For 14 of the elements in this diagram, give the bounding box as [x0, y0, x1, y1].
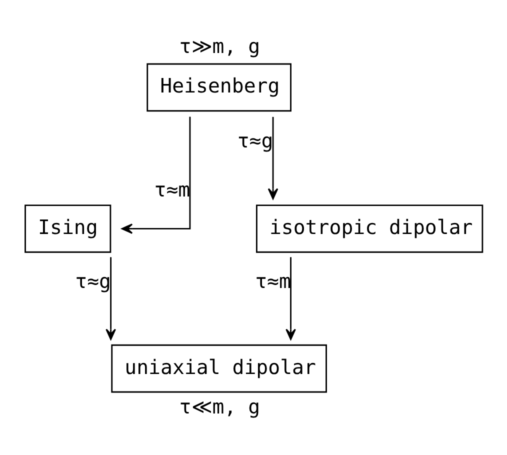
node-label: τ≫m, g	[179, 34, 260, 58]
arrow	[286, 256, 296, 340]
edge-label: τ≈g	[237, 128, 274, 152]
node-box: Heisenberg	[146, 62, 292, 112]
arrow	[106, 256, 116, 340]
node-box: uniaxial dipolar	[111, 344, 327, 392]
edge-label: τ≈m	[255, 269, 291, 292]
arrow	[268, 116, 278, 199]
node-label: τ≪m, g	[179, 395, 260, 418]
arrow	[121, 116, 191, 234]
node-box: Ising	[24, 204, 112, 252]
node-box: isotropic dipolar	[256, 204, 484, 252]
edge-label: τ≈g	[75, 269, 111, 292]
edge-label: τ≈m	[154, 178, 190, 201]
